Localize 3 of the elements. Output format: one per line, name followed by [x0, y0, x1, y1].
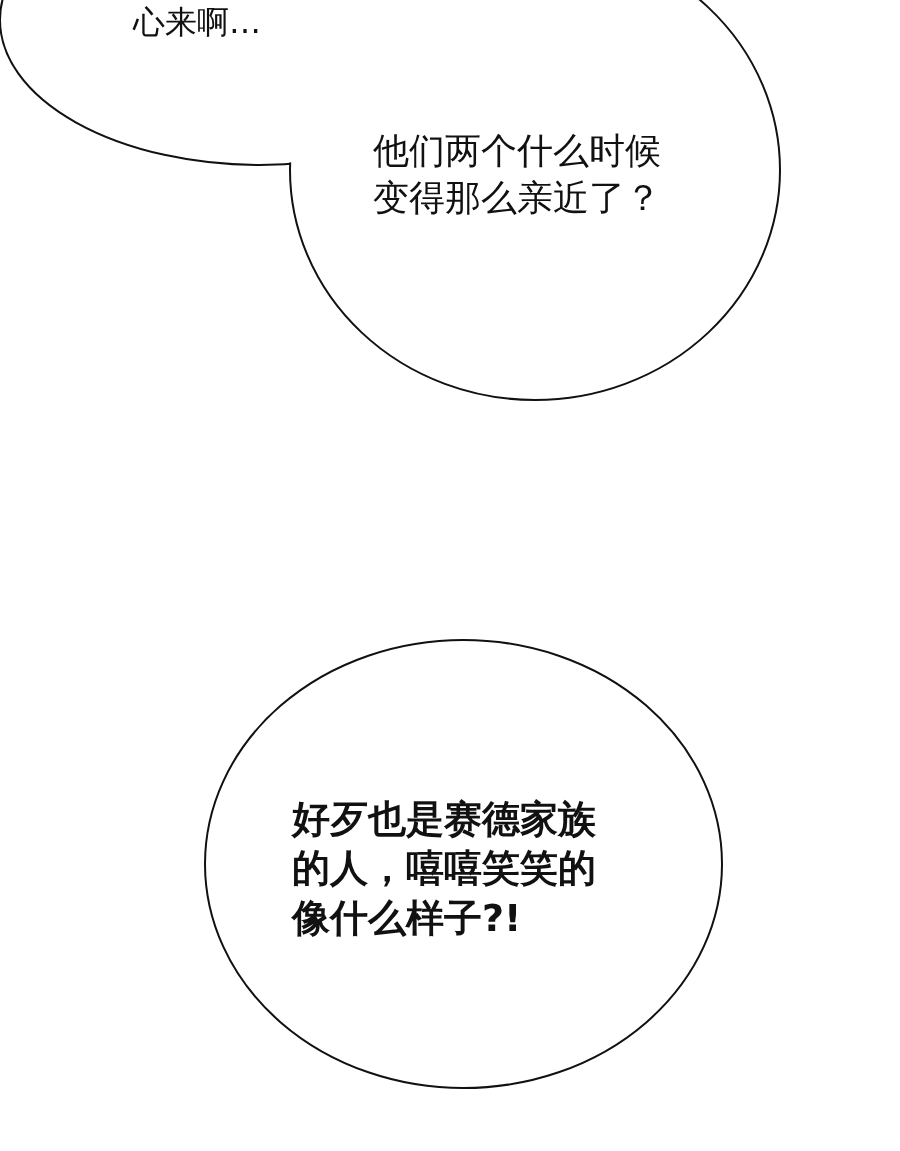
speech-text: 他们两个什么时候变得那么亲近了？	[373, 129, 662, 220]
speech-text: 心来啊…	[133, 2, 262, 43]
speech-text: 好歹也是赛德家族的人，嘻嘻笑笑的像什么样子?!	[292, 796, 597, 942]
